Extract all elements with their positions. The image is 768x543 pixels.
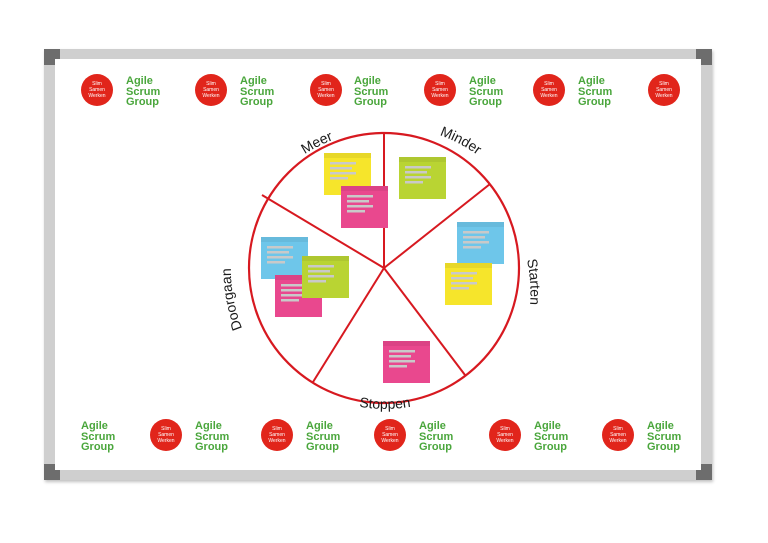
sticky-note[interactable] [341,186,388,228]
logo-wordmark: Agile Scrum Group [126,75,161,108]
logo-wordmark: Agile Scrum Group [240,75,275,108]
logo-badge: Slim Samen Werken [81,74,113,106]
logo-wordmark: Agile Scrum Group [306,420,341,453]
wheel-divider [383,267,466,376]
logo-badge: Slim Samen Werken [489,419,521,451]
logo-wordmark: Agile Scrum Group [195,420,230,453]
logo-row-bottom: Agile Scrum Group Slim Samen Werken Agil… [0,419,768,459]
logo-badge: Slim Samen Werken [195,74,227,106]
wheel-divider [261,194,385,269]
logo-badge: Slim Samen Werken [374,419,406,451]
logo-badge: Slim Samen Werken [150,419,182,451]
segment-label-starten: Starten [524,257,543,305]
logo-badge: Slim Samen Werken [310,74,342,106]
sticky-note[interactable] [445,263,492,305]
logo-wordmark: Agile Scrum Group [534,420,569,453]
sticky-note[interactable] [399,157,446,199]
wheel-divider [383,183,491,269]
segment-label-minder: Minder [438,123,485,158]
sticky-note[interactable] [302,256,349,298]
logo-badge: Slim Samen Werken [533,74,565,106]
sticky-note[interactable] [383,341,430,383]
logo-wordmark: Agile Scrum Group [354,75,389,108]
logo-wordmark: Agile Scrum Group [81,420,116,453]
logo-badge: Slim Samen Werken [602,419,634,451]
logo-badge: Slim Samen Werken [261,419,293,451]
sticky-note[interactable] [457,222,504,264]
logo-wordmark: Agile Scrum Group [578,75,613,108]
wheel-divider [312,267,385,383]
logo-row-top: Slim Samen Werken Agile Scrum Group Slim… [0,74,768,114]
segment-label-stoppen: Stoppen [359,394,412,412]
sticky-note[interactable] [261,237,308,279]
logo-badge: Slim Samen Werken [648,74,680,106]
logo-wordmark: Agile Scrum Group [469,75,504,108]
logo-wordmark: Agile Scrum Group [419,420,454,453]
logo-badge: Slim Samen Werken [424,74,456,106]
segment-label-doorgaan: Doorgaan [218,268,245,333]
logo-wordmark: Agile Scrum Group [647,420,682,453]
